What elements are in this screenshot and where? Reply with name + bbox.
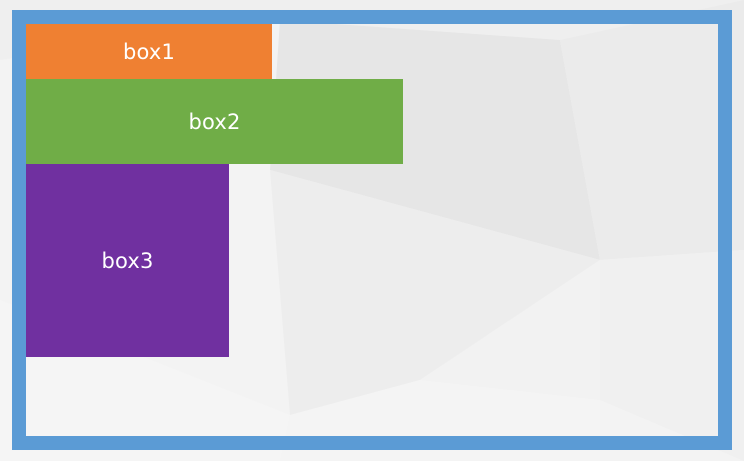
box1-label: box1 xyxy=(122,39,176,64)
box3: box3 xyxy=(26,164,229,357)
container-frame: box1 box2 box3 xyxy=(12,10,732,450)
box3-label: box3 xyxy=(101,248,154,273)
box1: box1 xyxy=(26,24,272,79)
box2-label: box2 xyxy=(188,109,241,134)
box2: box2 xyxy=(26,79,403,164)
